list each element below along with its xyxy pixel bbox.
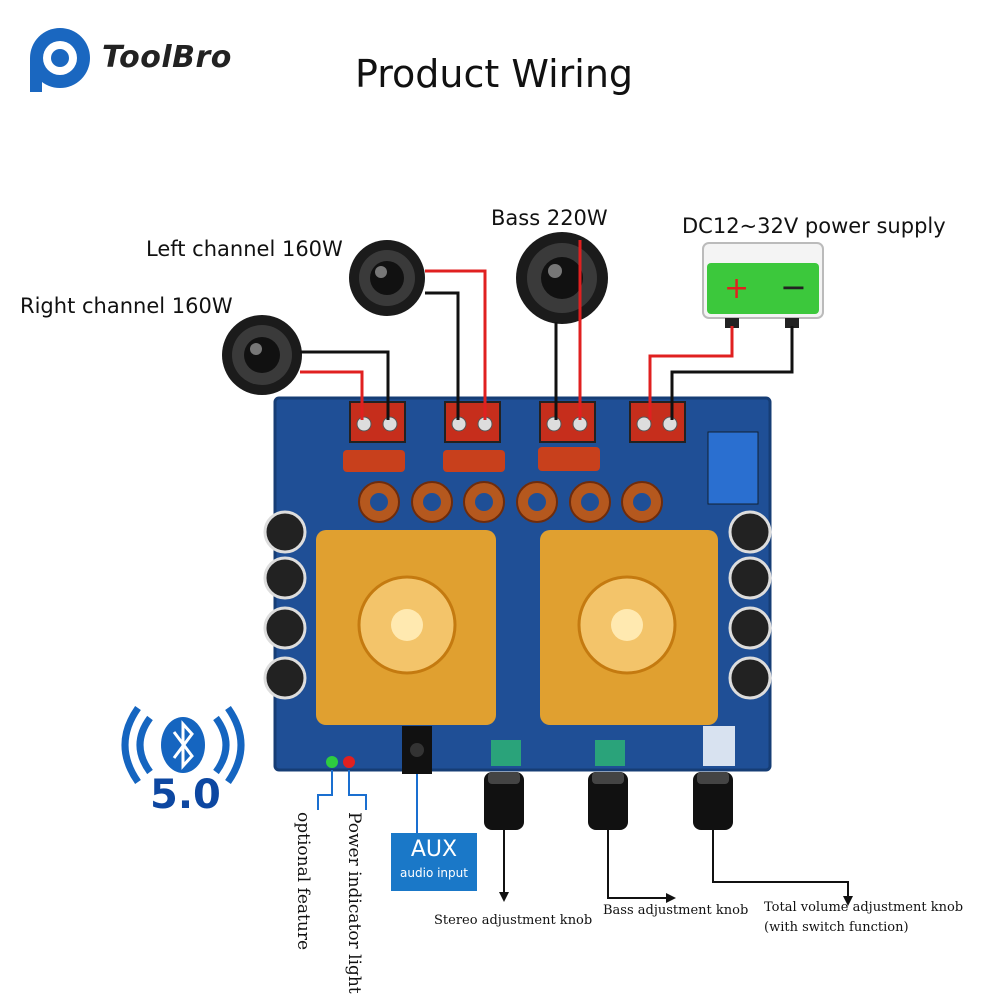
heatsink-fan-right [540,530,718,725]
left-channel-label: Left channel 160W [146,237,343,261]
volume-knob-sublabel: (with switch function) [764,920,909,935]
bass-knob-label: Bass adjustment knob [603,903,749,918]
stereo-knob-label: Stereo adjustment knob [434,913,593,928]
power-indicator-label: Power indicator light [344,812,364,994]
power-supply-label: DC12~32V power supply [682,214,946,238]
brand-name: ToolBro [102,40,232,75]
right-speaker-icon [222,315,302,395]
battery-icon [702,242,824,328]
page-title: Product Wiring [355,52,634,96]
bass-speaker-icon [516,232,608,324]
left-speaker-icon [349,240,425,316]
bass-knob-icon [588,772,628,830]
heatsink-fan-left [316,530,496,725]
bluetooth-version: 5.0 [150,772,221,818]
aux-subtitle: audio input [400,866,468,880]
right-channel-label: Right channel 160W [20,294,233,318]
toolbro-logo-icon [30,28,90,92]
bass-label: Bass 220W [491,206,608,230]
aux-input-box: AUX audio input [391,833,477,891]
aux-title: AUX [410,837,458,862]
bluetooth-icon [121,705,245,785]
battery-minus-symbol: − [780,268,807,306]
stereo-knob-icon [484,772,524,830]
volume-knob-icon [693,772,733,830]
battery-plus-symbol: + [724,271,750,306]
amplifier-board [263,396,772,774]
optional-feature-label: optional feature [293,812,313,951]
volume-knob-label: Total volume adjustment knob [764,900,964,915]
